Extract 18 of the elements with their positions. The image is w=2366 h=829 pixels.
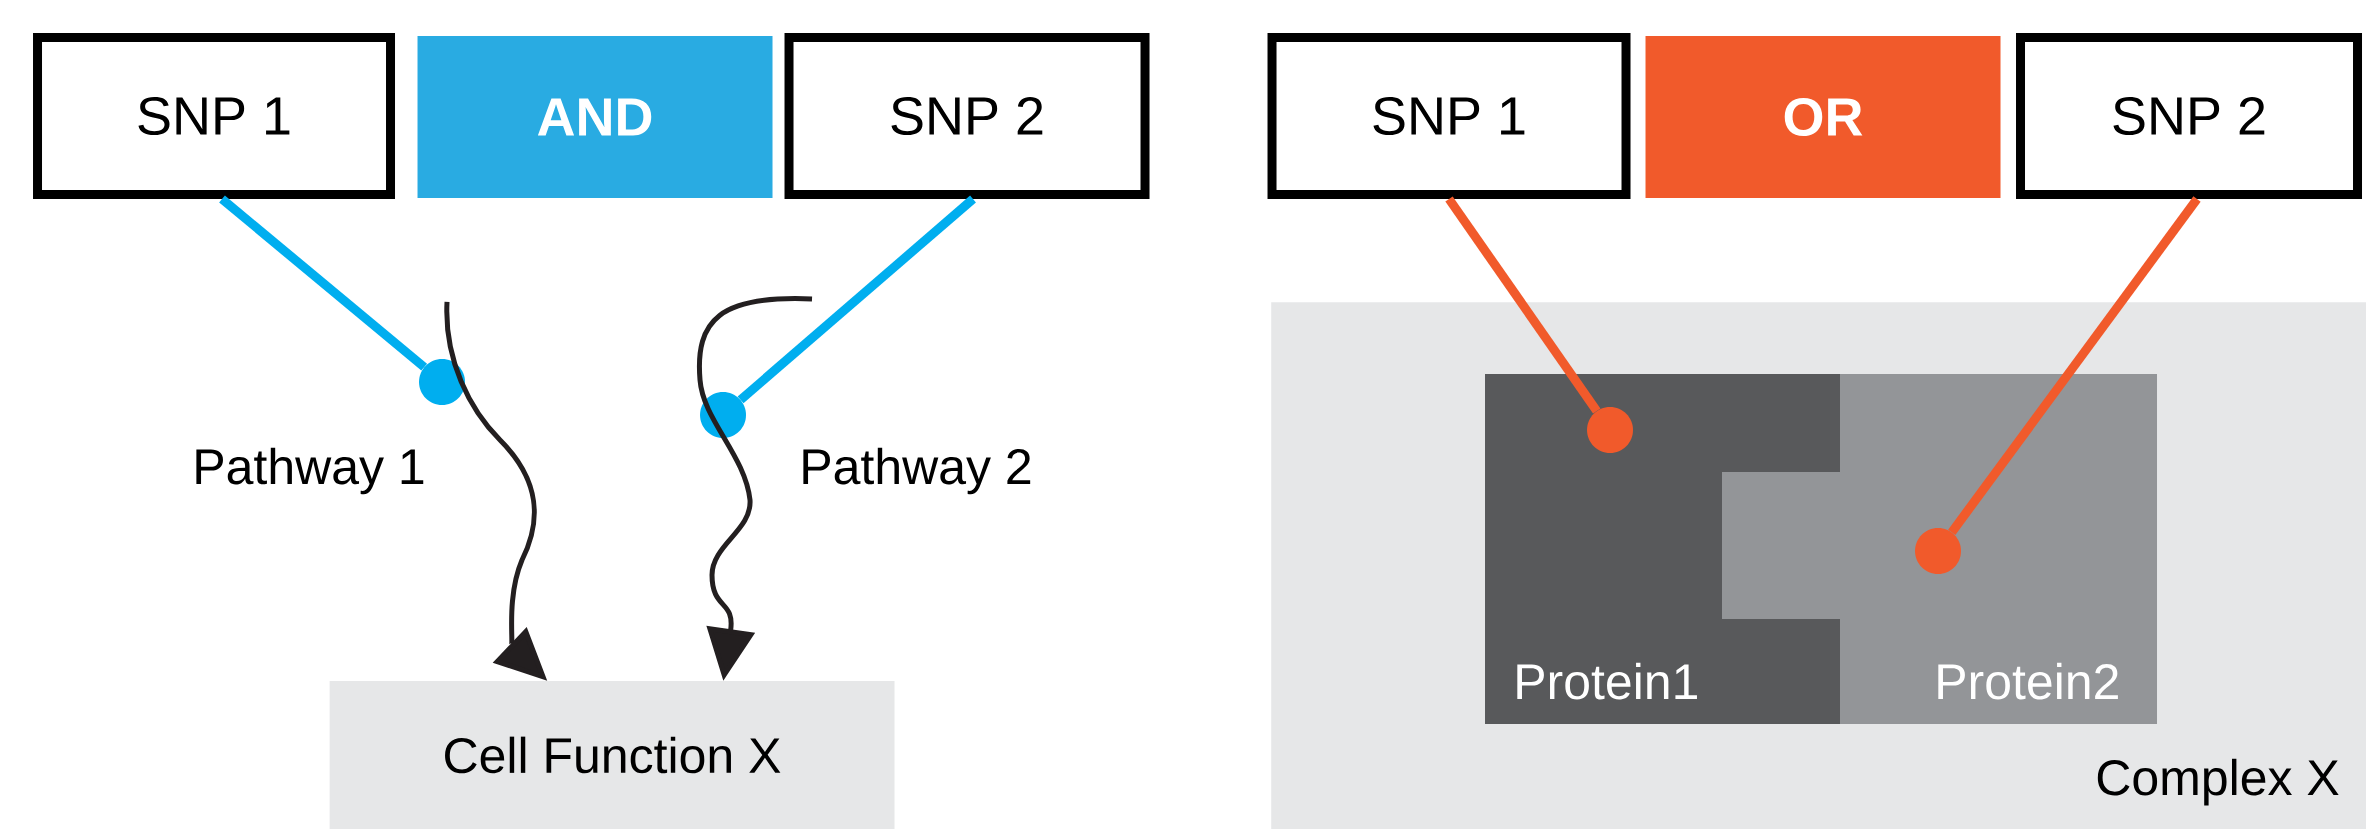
snp-box: SNP 2 bbox=[784, 33, 1150, 199]
logic-gate-box: AND bbox=[417, 36, 773, 198]
snp-box: SNP 1 bbox=[1267, 33, 1631, 199]
edge-label: Pathway 1 bbox=[196, 447, 424, 495]
connector-line bbox=[737, 195, 976, 404]
snp-box: SNP 1 bbox=[33, 33, 395, 199]
protein-block: Protein2 bbox=[1722, 374, 2157, 724]
dot-marker bbox=[700, 392, 746, 438]
dot-marker bbox=[1915, 528, 1961, 574]
dot-marker bbox=[1587, 407, 1633, 453]
edge-label: Pathway 2 bbox=[803, 447, 1031, 495]
snp-box: SNP 2 bbox=[2016, 33, 2362, 199]
cell-function-box: Cell Function X bbox=[329, 681, 895, 829]
connector-line bbox=[1948, 196, 2201, 535]
dot-marker bbox=[419, 359, 465, 405]
connector-line bbox=[219, 195, 428, 371]
protein-block: Protein1 bbox=[1485, 374, 1840, 724]
logic-gate-box: OR bbox=[1645, 36, 2001, 198]
